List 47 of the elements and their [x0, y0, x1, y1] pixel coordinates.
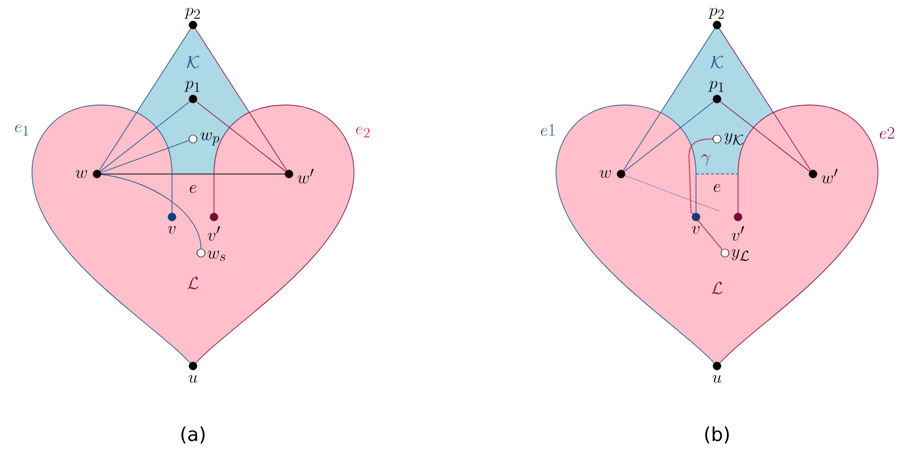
line: [622, 28, 716, 171]
point-label: $y_{\mathcal{K}}$: [724, 133, 743, 145]
edge-label: $\gamma$: [701, 154, 710, 166]
line: [624, 101, 714, 172]
point-label: $y_{\mathcal{L}}$: [732, 249, 749, 261]
line: [624, 175, 720, 212]
point-label: $w_s$: [208, 250, 226, 262]
point-label: $w'$: [822, 168, 838, 184]
point-label: $w$: [76, 170, 87, 178]
edge-label: $e_2$: [356, 126, 370, 138]
line: [718, 28, 812, 171]
edge-label: $e2$: [880, 127, 894, 139]
line: [196, 101, 286, 172]
region-label: $\mathcal{K}$: [186, 56, 199, 68]
edge-label: $e1$: [540, 124, 555, 136]
point-label: $p_1$: [708, 80, 724, 92]
region-label: $e$: [714, 184, 720, 192]
point-label: $w'$: [298, 168, 314, 184]
line: [720, 101, 810, 172]
point-label: $v'$: [732, 226, 744, 241]
line: [98, 28, 192, 171]
line: [32, 104, 190, 364]
edge-label: $e$: [190, 185, 196, 193]
line: [100, 101, 190, 172]
line: [196, 104, 354, 364]
point-label: $w$: [600, 170, 611, 178]
point-label: $p_1$: [184, 80, 200, 92]
region-label: $\mathcal{L}$: [188, 276, 198, 290]
line: [688, 138, 723, 250]
point-label: $p_2$: [708, 8, 724, 19]
line: [556, 104, 714, 364]
point-label: $w_p$: [200, 132, 220, 146]
line: [100, 174, 202, 250]
point-label: $u$: [712, 375, 722, 383]
panel-caption: (a): [181, 426, 205, 444]
region-label: $\mathcal{L}$: [712, 282, 722, 294]
point-label: $v'$: [208, 226, 220, 241]
panel-caption: (b): [705, 426, 729, 444]
line: [720, 104, 878, 364]
line: [194, 28, 288, 171]
point-label: $p_2$: [184, 8, 200, 19]
point-label: $v$: [168, 226, 176, 234]
point-label: $u$: [188, 375, 198, 383]
point-label: $v$: [692, 226, 700, 234]
line: [100, 140, 190, 173]
region-label: $\mathcal{K}$: [710, 56, 723, 68]
edge-label: $e_1$: [15, 124, 28, 136]
